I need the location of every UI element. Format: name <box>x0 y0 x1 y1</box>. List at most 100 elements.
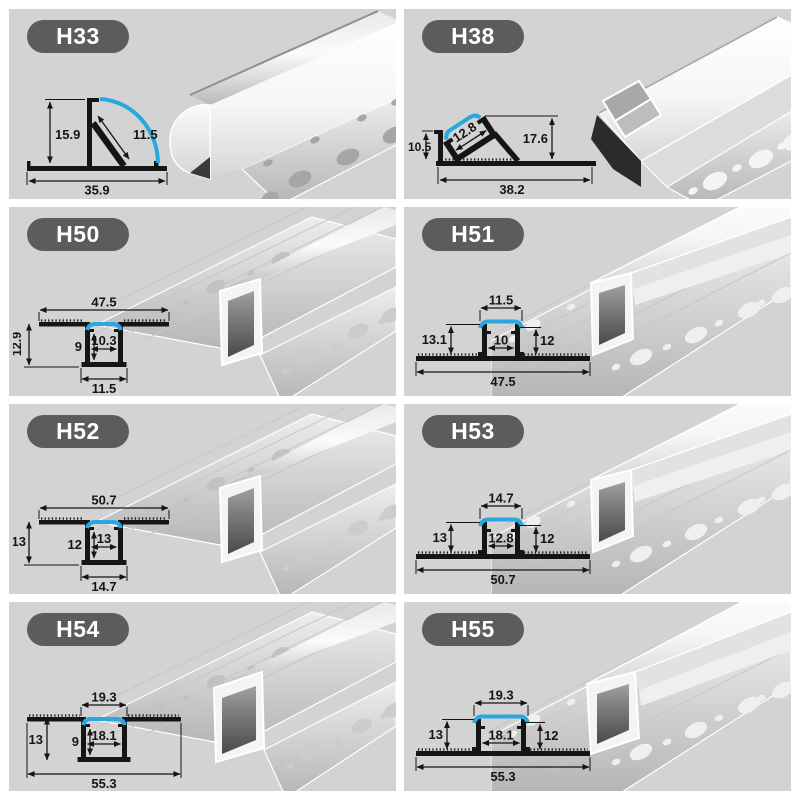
channel-opening <box>599 284 625 345</box>
profile-render <box>591 16 791 199</box>
dim-label-width: 35.9 <box>84 182 109 195</box>
dim-label-height: 15.9 <box>55 127 80 142</box>
dim-label-overall-height: 13 <box>13 534 26 549</box>
profile-render <box>169 10 396 199</box>
product-code: H55 <box>451 615 495 642</box>
lower-wing <box>259 483 396 594</box>
product-code: H54 <box>56 615 100 642</box>
product-badge: H55 <box>422 612 524 646</box>
profile-render <box>96 404 396 594</box>
product-card-h52: H52 <box>9 404 396 594</box>
lower-wing <box>263 680 396 791</box>
profile-render <box>96 601 396 791</box>
dim-label-top: 14.7 <box>488 490 513 505</box>
profile-top-face <box>190 11 396 105</box>
product-card-h54: H54 <box>9 601 396 791</box>
cover-side-band <box>635 611 791 690</box>
channel-side-band <box>639 631 791 706</box>
cap-shadow <box>190 157 210 179</box>
plate-holes <box>508 286 791 370</box>
channel-top-band <box>220 404 396 488</box>
dim-label-top: 19.3 <box>91 690 116 705</box>
dim-label-right: 12 <box>540 531 554 546</box>
dim-label-inner-width: 18.1 <box>488 728 513 743</box>
channel-side-band <box>633 432 791 502</box>
channel-top-band <box>220 206 396 291</box>
flange-holes <box>261 98 396 199</box>
lower-wing <box>259 285 396 396</box>
dim-label-inner-height: 9 <box>72 734 79 749</box>
product-card-h33: H33 <box>9 9 396 199</box>
dim-label-top: 19.3 <box>488 688 513 703</box>
product-card-h53: H53 <box>404 404 791 594</box>
lower-wing-holes <box>286 701 396 769</box>
dim-label-overall-height: 12.9 <box>13 332 24 356</box>
cross-section-diagram: 19.3 13 12 18.1 55.3 <box>415 688 591 784</box>
product-card-h38: H38 <box>404 9 791 199</box>
dim-label-overall-height: 13 <box>429 727 443 742</box>
dim-label-width: 38.2 <box>499 182 524 197</box>
cross-section-diagram: 50.7 13 12 13 14.7 <box>13 492 170 594</box>
dim-label-left: 10.5 <box>408 140 432 154</box>
channel-top-band <box>214 601 396 688</box>
dim-label-top: 47.5 <box>91 295 116 310</box>
cross-section-diagram: 12.8 17.6 10.5 38.2 <box>408 113 596 197</box>
product-card-h51: H51 <box>404 206 791 396</box>
product-code: H38 <box>451 23 495 49</box>
dim-label-diagonal: 11.5 <box>133 127 158 142</box>
product-badge: H33 <box>27 20 129 53</box>
dim-label-right: 17.6 <box>523 131 548 146</box>
corner-reflector-face <box>613 97 663 139</box>
dim-label-overall-height: 13 <box>29 732 43 747</box>
channel-opening <box>228 488 254 554</box>
channel-side-band <box>633 234 791 305</box>
cover-side-band <box>631 216 791 289</box>
cross-section-diagram: 14.7 13 12 12.8 50.7 <box>415 490 591 587</box>
dim-label-top: 50.7 <box>91 492 116 507</box>
dim-label-bottom: 55.3 <box>490 769 515 784</box>
cross-section-diagram: 11.5 13.1 12 10 47.5 <box>415 293 591 389</box>
dim-label-bottom: 47.5 <box>490 374 515 389</box>
channel-opening <box>597 683 629 744</box>
product-code: H53 <box>451 418 495 444</box>
product-card-h55: H55 <box>404 601 791 791</box>
product-code: H50 <box>56 220 100 247</box>
profile-render <box>491 206 791 396</box>
dim-label-inner-height: 9 <box>75 339 82 354</box>
channel-opening <box>222 685 256 754</box>
flange-holes <box>688 131 791 195</box>
product-badge: H53 <box>422 415 524 448</box>
lower-wing-holes <box>282 306 396 374</box>
channel-opening <box>228 290 254 357</box>
dim-label-inner-width: 12.8 <box>488 530 513 545</box>
cross-section-diagram: 47.5 12.9 9 10.3 11.5 <box>13 295 170 396</box>
dim-label-inner-width: 13 <box>97 531 111 546</box>
product-badge: H50 <box>27 217 129 251</box>
dim-label-bottom: 50.7 <box>490 572 515 587</box>
profile-render <box>491 404 791 594</box>
round-front-cap <box>169 104 211 181</box>
dim-label-bottom: 55.3 <box>91 776 116 791</box>
dim-label-inner-width: 18.1 <box>91 728 116 743</box>
lower-wing-holes <box>282 504 396 571</box>
dim-label-bottom: 14.7 <box>91 579 116 594</box>
channel-opening <box>599 482 625 542</box>
dim-label-inner: 12.8 <box>450 119 479 145</box>
cover-side-band <box>631 414 791 486</box>
product-code: H33 <box>56 23 100 49</box>
cross-section-diagram: 15.9 11.5 35.9 <box>26 96 168 195</box>
product-card-h50: H50 <box>9 206 396 396</box>
product-badge: H54 <box>27 612 129 646</box>
profile-side-face <box>210 22 396 175</box>
dim-label-top: 11.5 <box>489 293 514 308</box>
dim-label-inner-width: 10.3 <box>91 333 116 348</box>
dim-label-right: 12 <box>540 333 554 348</box>
corner-shadow <box>591 115 641 187</box>
dim-label-right: 12 <box>544 728 558 743</box>
dim-label-overall-height: 13 <box>433 530 447 545</box>
product-code: H51 <box>451 220 495 247</box>
product-badge: H52 <box>27 415 129 448</box>
dim-label-inner-height: 12 <box>68 537 82 552</box>
profile-render <box>96 206 396 396</box>
